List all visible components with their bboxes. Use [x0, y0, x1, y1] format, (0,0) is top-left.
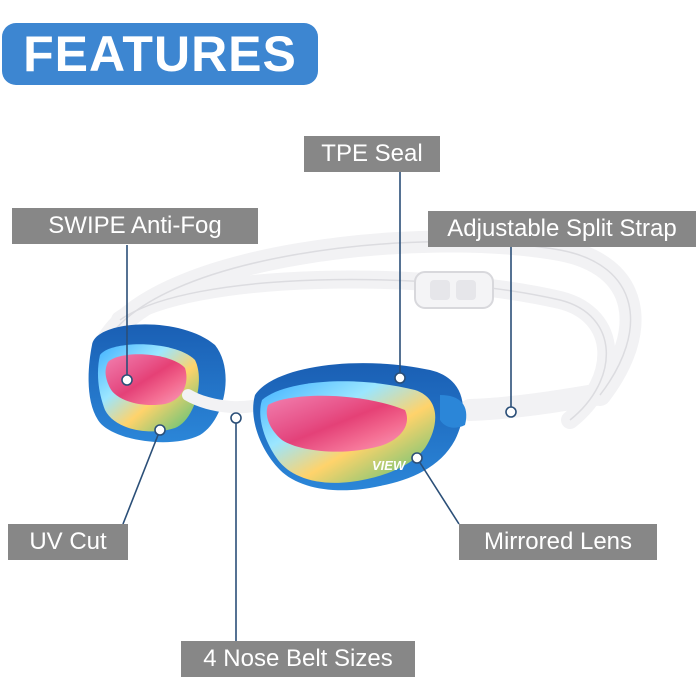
split-strap-dot	[505, 406, 517, 418]
anti-fog-dot	[121, 374, 133, 386]
label-tpe-seal: TPE Seal	[304, 136, 440, 172]
label-nose-belt: 4 Nose Belt Sizes	[181, 641, 415, 677]
mirrored-lens-dot	[411, 452, 423, 464]
callout-dots	[121, 372, 517, 464]
label-mirrored-lens: Mirrored Lens	[459, 524, 657, 560]
brand-mark: VIEW	[372, 458, 407, 473]
features-title: FEATURES	[2, 23, 318, 85]
label-anti-fog: SWIPE Anti-Fog	[12, 208, 258, 244]
tpe-seal-dot	[394, 372, 406, 384]
label-split-strap: Adjustable Split Strap	[428, 211, 696, 247]
features-title-text: FEATURES	[23, 26, 297, 82]
label-uv-cut: UV Cut	[8, 524, 128, 560]
right-eye-cup	[253, 363, 467, 491]
nose-belt-dot	[230, 412, 242, 424]
uv-cut-dot	[154, 424, 166, 436]
strap-buckle	[414, 271, 494, 309]
callout-lines	[122, 172, 512, 641]
left-eye-cup	[88, 324, 226, 443]
